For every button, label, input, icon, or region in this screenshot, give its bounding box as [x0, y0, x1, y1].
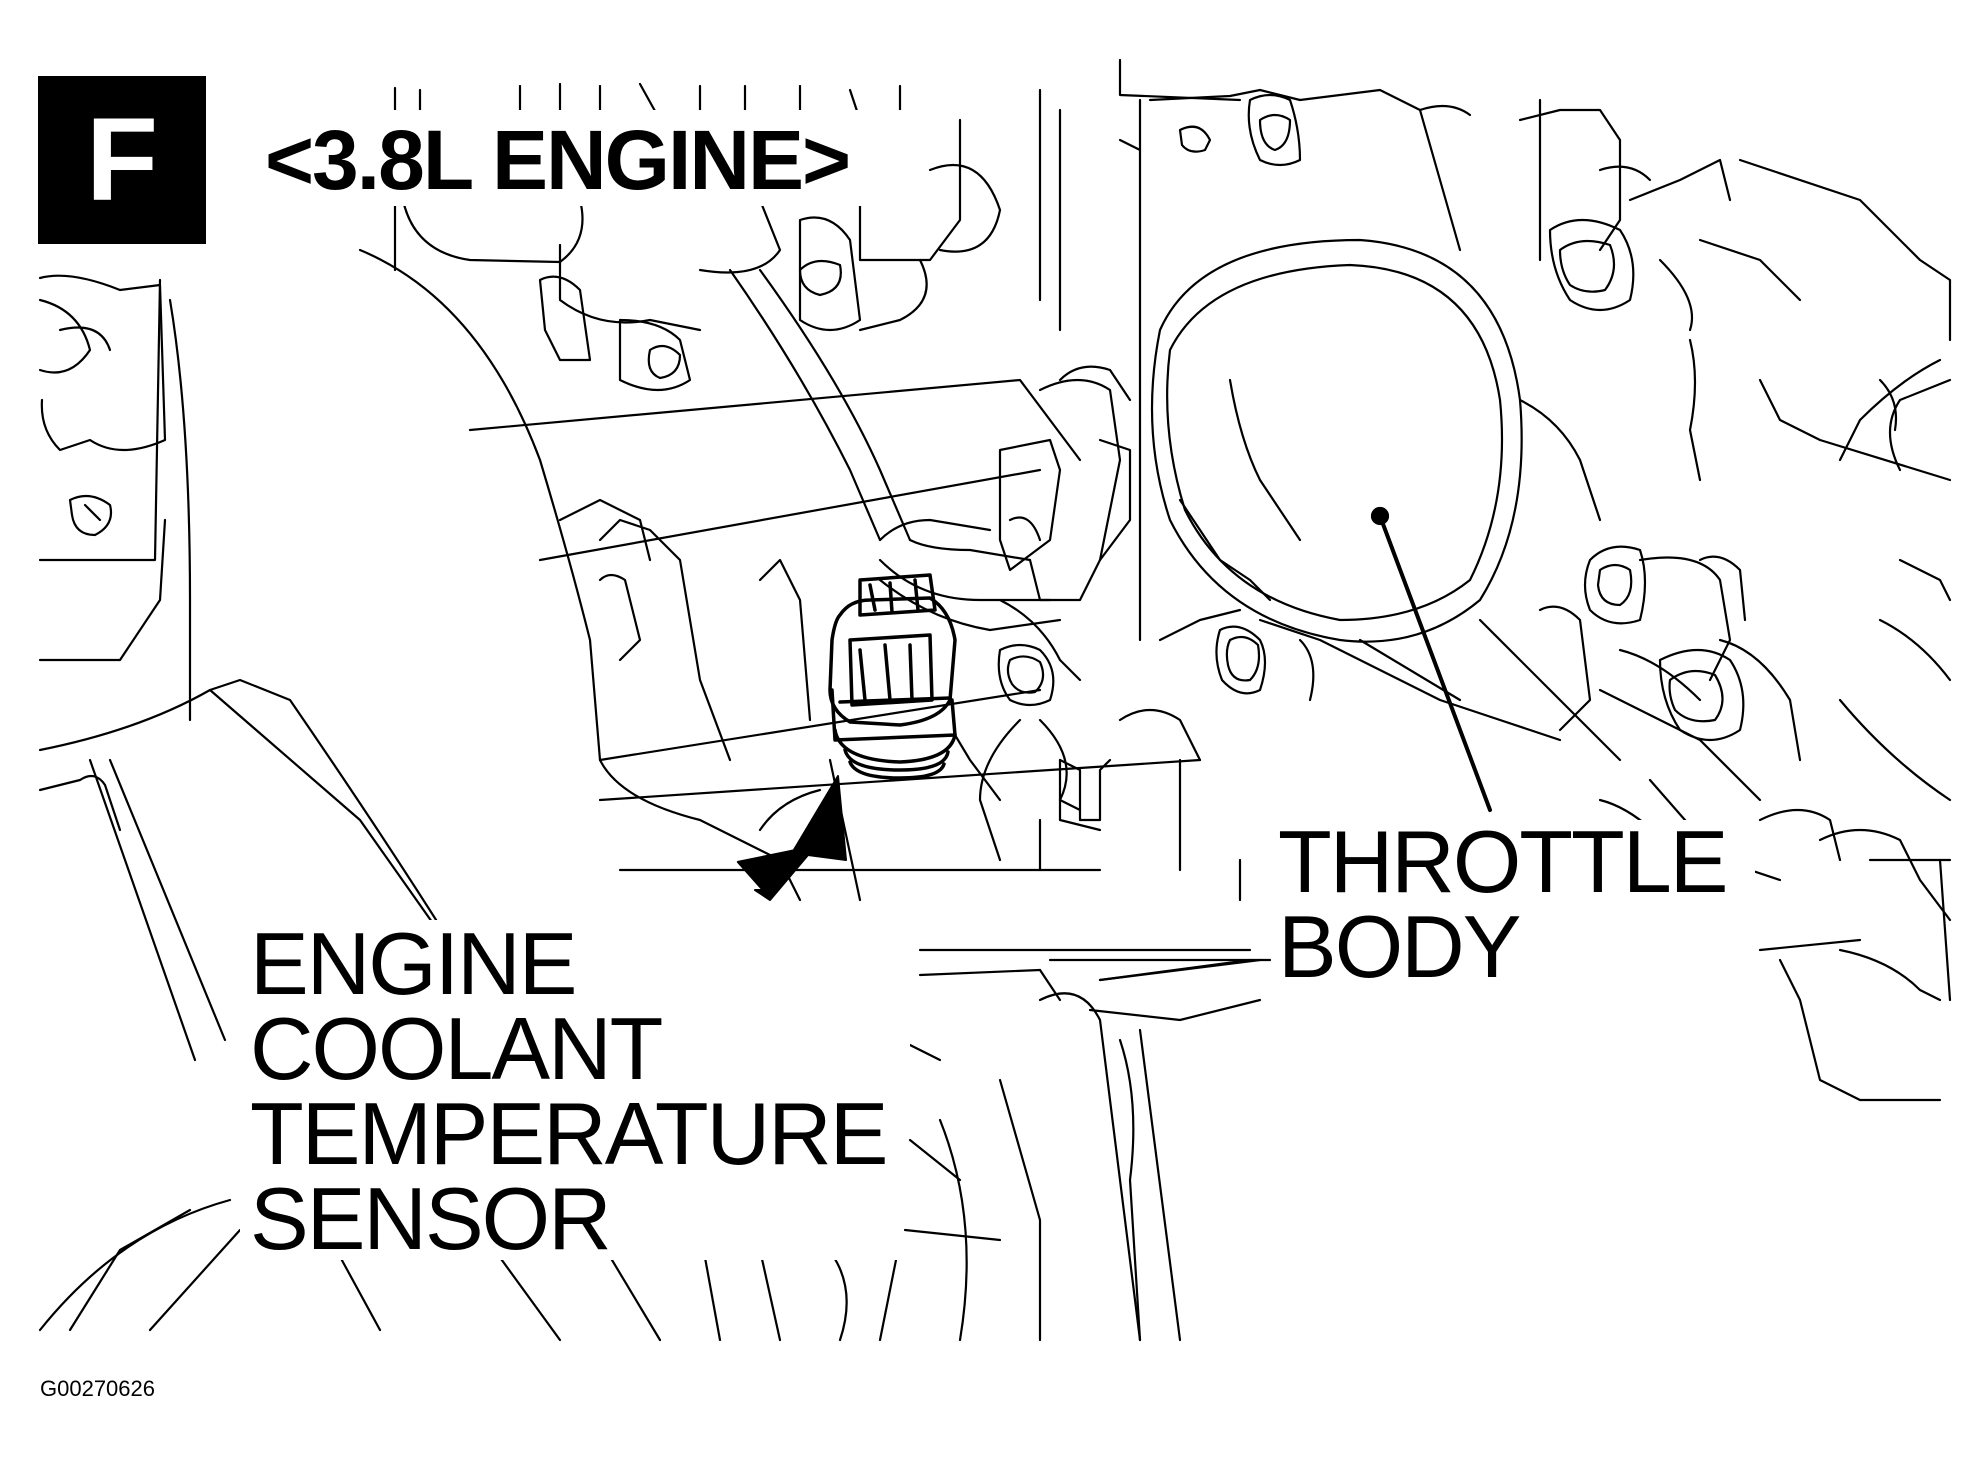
ect-sensor-drawing: [828, 573, 957, 780]
throttle-body-drawing: [978, 58, 1952, 1102]
throttle-body-label-line-1: THROTTLE: [1278, 812, 1728, 911]
fuel-rail: [468, 216, 1202, 872]
engine-title: <3.8L ENGINE>: [265, 113, 851, 207]
wiring-harness: [728, 268, 1132, 632]
ect-sensor-arrow: [736, 775, 847, 901]
ect-label-line-4: SENSOR: [250, 1169, 612, 1268]
ect-label-line-2: COOLANT: [250, 999, 663, 1098]
figure-id: G00270626: [40, 1376, 155, 1401]
label-connector-lines: [903, 958, 1272, 1242]
section-badge: F: [38, 76, 206, 244]
left-engine-structure: [38, 248, 802, 1062]
ect-label-line-1: ENGINE: [250, 914, 577, 1013]
throttle-body-label-line-2: BODY: [1278, 897, 1521, 996]
ect-label-line-3: TEMPERATURE: [250, 1084, 888, 1183]
throttle-body-leader: [1370, 506, 1492, 812]
